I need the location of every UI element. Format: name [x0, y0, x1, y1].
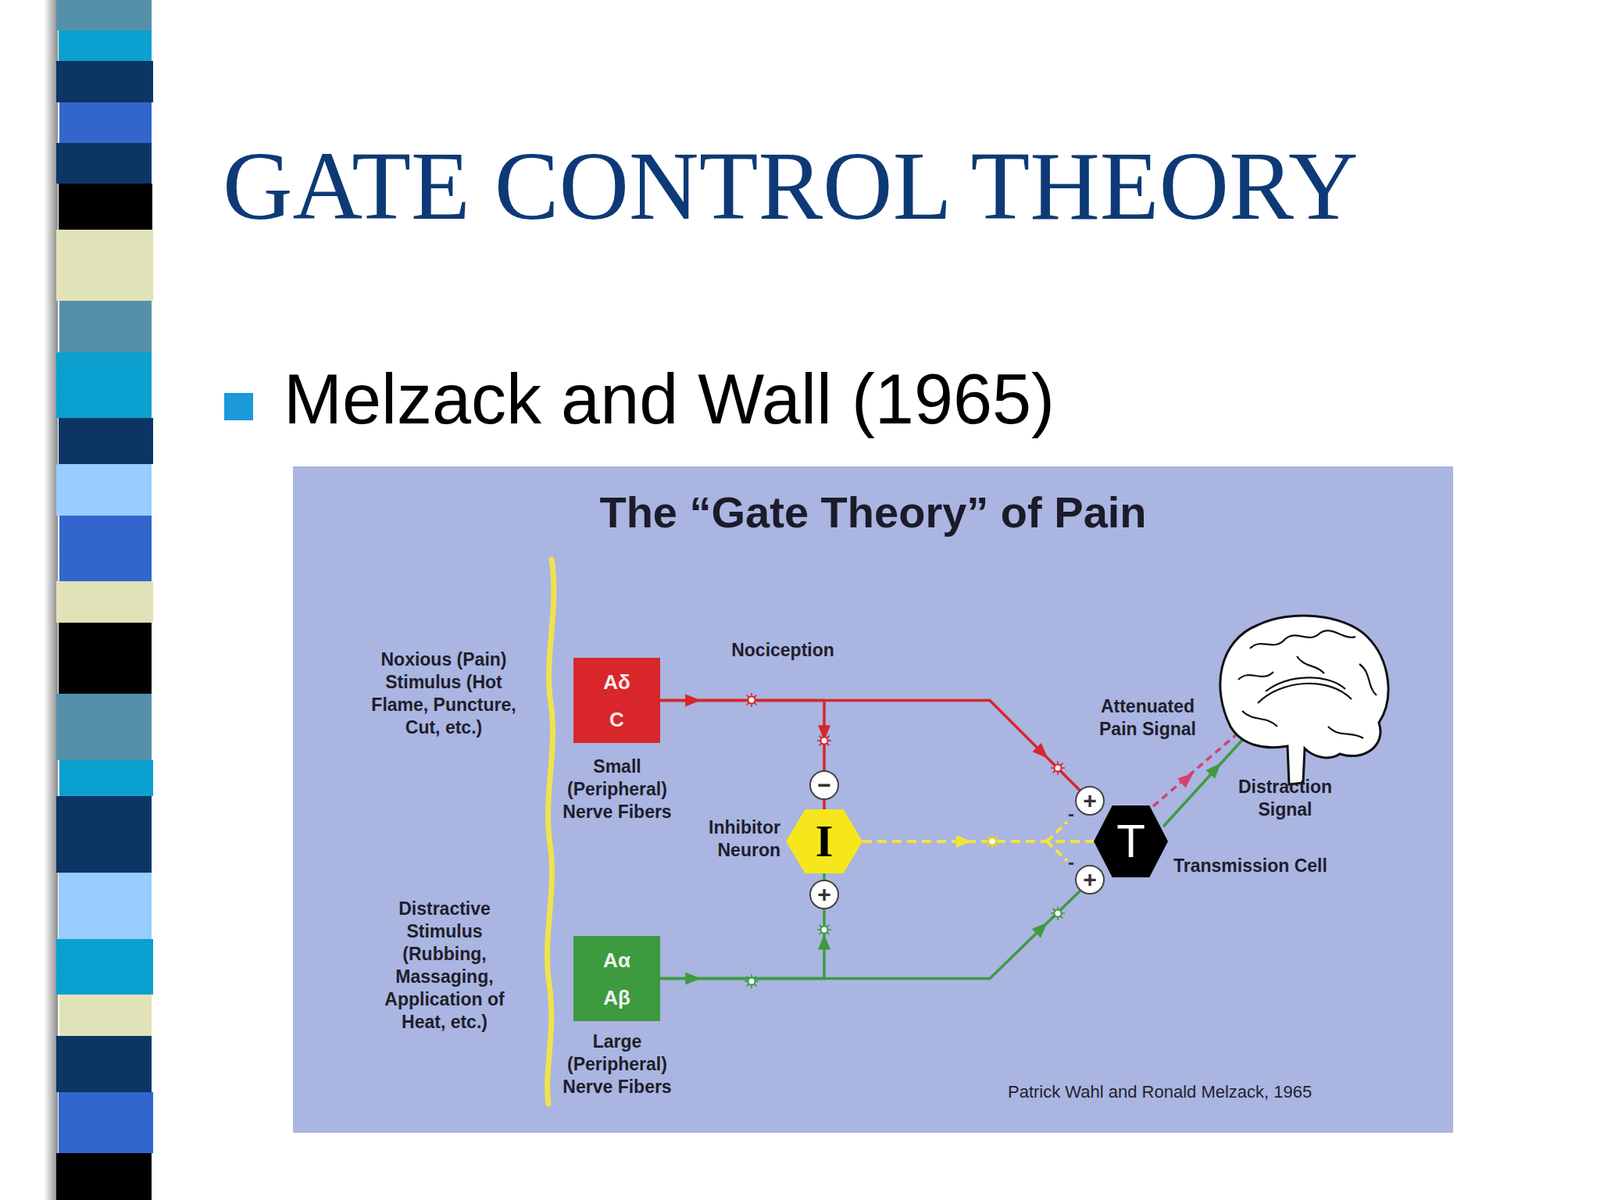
inhibition-pathway — [862, 835, 1094, 848]
arrow-head — [685, 694, 701, 708]
connector-line — [660, 700, 1096, 807]
arrow-head — [1177, 767, 1198, 788]
stripe-shadow — [43, 0, 58, 1200]
synapse-mark — [985, 834, 1000, 849]
stripe-block — [59, 300, 152, 353]
nociceptive-branch — [660, 700, 831, 811]
stimulus-text: Distractive Stimulus (Rubbing, Massaging… — [362, 897, 527, 1034]
sign-circle: + — [809, 879, 840, 910]
node-caption: Small (Peripheral) Nerve Fibers — [554, 755, 680, 824]
stimulus-text: Noxious (Pain) Stimulus (Hot Flame, Punc… — [361, 648, 526, 740]
synapse-mark — [1050, 760, 1065, 775]
stripe-block — [56, 796, 152, 873]
sign-circle: − — [809, 770, 840, 800]
synapse-mark — [817, 922, 832, 937]
arrow-head — [1032, 742, 1053, 763]
stripe-block — [56, 693, 152, 761]
hexagon-fill — [1093, 805, 1168, 878]
stripe-block — [56, 0, 152, 31]
signal-label: Distraction Signal — [1226, 775, 1344, 822]
stripe-block — [56, 1153, 152, 1200]
stripe-block — [56, 229, 154, 301]
signal-label: Attenuated Pain Signal — [1081, 695, 1215, 741]
arrow-head — [685, 972, 701, 986]
stripe-block — [58, 622, 152, 694]
connector-line — [660, 877, 1094, 979]
node-caption: Large (Peripheral) Nerve Fibers — [554, 1030, 680, 1099]
small-fiber-box: Aδ CSmall (Peripheral) Nerve Fibers — [573, 657, 661, 743]
connector-line — [660, 873, 825, 979]
inhibition-branch — [1046, 821, 1068, 861]
subtitle: Melzack and Wall (1965) — [283, 364, 1055, 435]
nociceptive-pathway — [660, 694, 1096, 807]
stripe-block — [59, 760, 154, 797]
touch-branch — [660, 873, 831, 979]
node-symbol: T — [1096, 817, 1167, 865]
sign-mark: - — [1064, 853, 1079, 872]
stripe-block — [59, 994, 152, 1036]
stripe-block — [58, 872, 152, 940]
credit-note: Patrick Wahl and Ronald Melzack, 1965 — [1007, 1082, 1312, 1103]
stripe-block — [59, 102, 152, 143]
transmission-hexagon: TTransmission Cell — [1093, 805, 1168, 878]
brain-outline — [1220, 615, 1389, 785]
bullet-square — [224, 392, 254, 421]
stripe-block — [56, 581, 154, 623]
arrow-head — [1205, 758, 1225, 779]
stripe-block — [58, 30, 152, 61]
sign-circle: + — [1075, 785, 1105, 816]
stripe-block — [58, 417, 154, 465]
node-caption: Transmission Cell — [1173, 854, 1377, 878]
figure-title: The “Gate Theory” of Pain — [292, 488, 1454, 537]
sign-mark: - — [1064, 804, 1079, 824]
slide-title: GATE CONTROL THEORY — [222, 138, 1359, 236]
stripe-block — [58, 183, 153, 230]
large-fiber-box: Aα AβLarge (Peripheral) Nerve Fibers — [573, 935, 661, 1022]
connector-layer — [660, 694, 1096, 986]
arrow-head — [956, 835, 972, 848]
stripe-block — [56, 142, 152, 184]
arrow-head — [1032, 917, 1052, 938]
synapse-mark — [744, 974, 759, 989]
synapse-mark — [744, 692, 759, 708]
node-caption: Inhibitor Neuron — [671, 816, 781, 862]
node-symbol: Aα Aβ — [597, 941, 637, 1017]
stripe-block — [56, 352, 152, 418]
brain-folds — [1238, 630, 1377, 739]
node-symbol: I — [789, 818, 860, 865]
sign-circle: + — [1075, 864, 1105, 895]
synapse-mark — [1050, 906, 1065, 921]
stripe-block — [58, 1092, 154, 1154]
stripe-block — [59, 515, 152, 582]
stripe-block — [56, 939, 154, 995]
stripe-block — [56, 1035, 152, 1093]
pathway-label: Nociception — [704, 639, 861, 662]
connector-line — [660, 700, 825, 811]
stripe-block — [56, 464, 152, 516]
inhibitor-hexagon: IInhibitor Neuron — [785, 809, 863, 874]
skin-boundary — [547, 559, 554, 1104]
node-symbol: Aδ C — [597, 663, 637, 739]
connector-line — [862, 839, 1094, 843]
hexagon-fill — [785, 809, 863, 874]
stripe-block — [56, 60, 154, 103]
synapse-mark — [817, 733, 832, 748]
touch-pathway — [660, 877, 1094, 986]
